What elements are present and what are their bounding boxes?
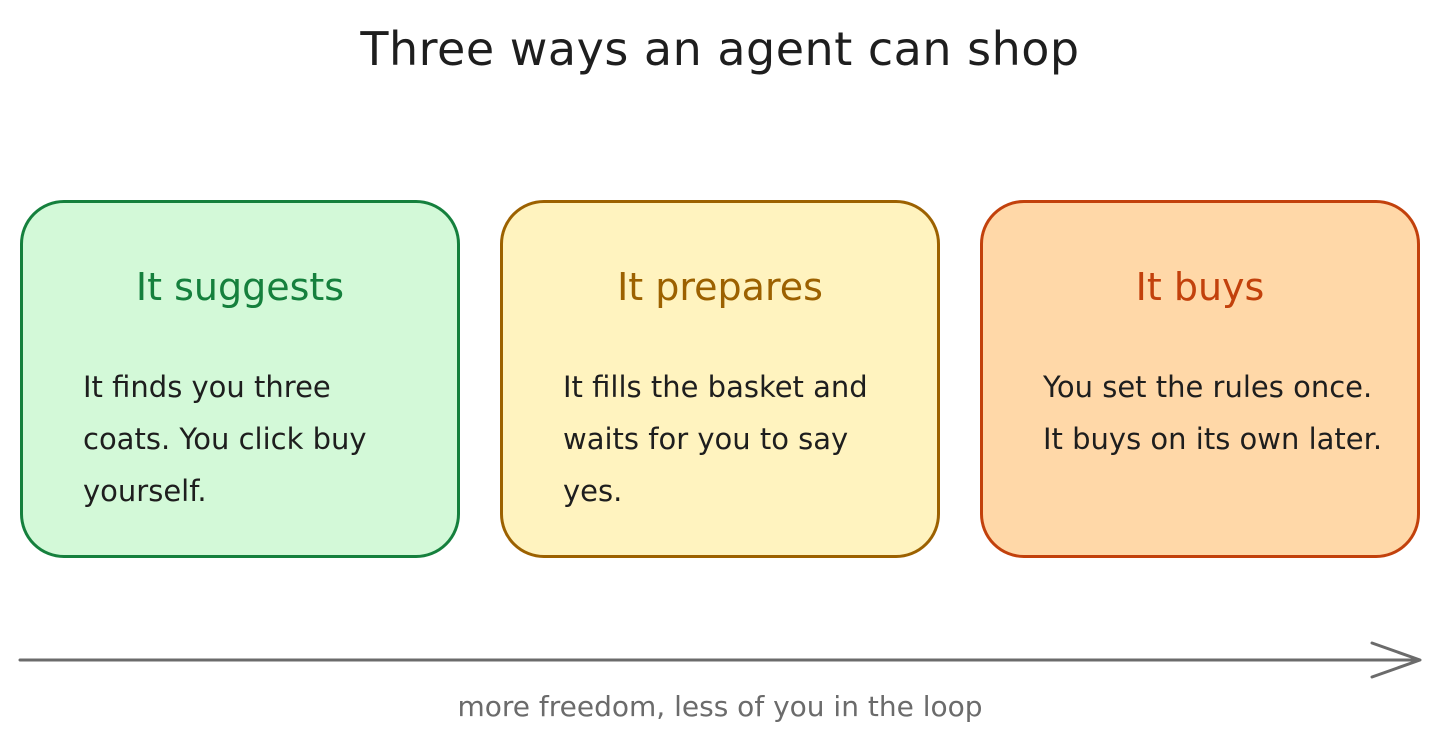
axis-line: [18, 657, 1420, 662]
card-it-suggests: It suggests It finds you three coats. Yo…: [20, 200, 460, 558]
card-it-prepares: It prepares It fills the basket and wait…: [500, 200, 940, 558]
arrowhead-icon: [1370, 641, 1422, 679]
card-heading: It suggests: [135, 265, 345, 309]
card-body: You set the rules once. It buys on its o…: [1043, 370, 1383, 456]
freedom-axis-arrow: [18, 641, 1422, 679]
card-body: It fills the basket and waits for you to…: [563, 370, 868, 508]
card-body: It finds you three coats. You click buy …: [83, 370, 367, 508]
card-heading: It prepares: [617, 265, 823, 309]
card-heading: It buys: [1135, 265, 1265, 309]
diagram-title: Three ways an agent can shop: [360, 22, 1080, 76]
axis-caption: more freedom, less of you in the loop: [457, 690, 983, 723]
card-it-buys: It buys You set the rules once. It buys …: [980, 200, 1420, 558]
